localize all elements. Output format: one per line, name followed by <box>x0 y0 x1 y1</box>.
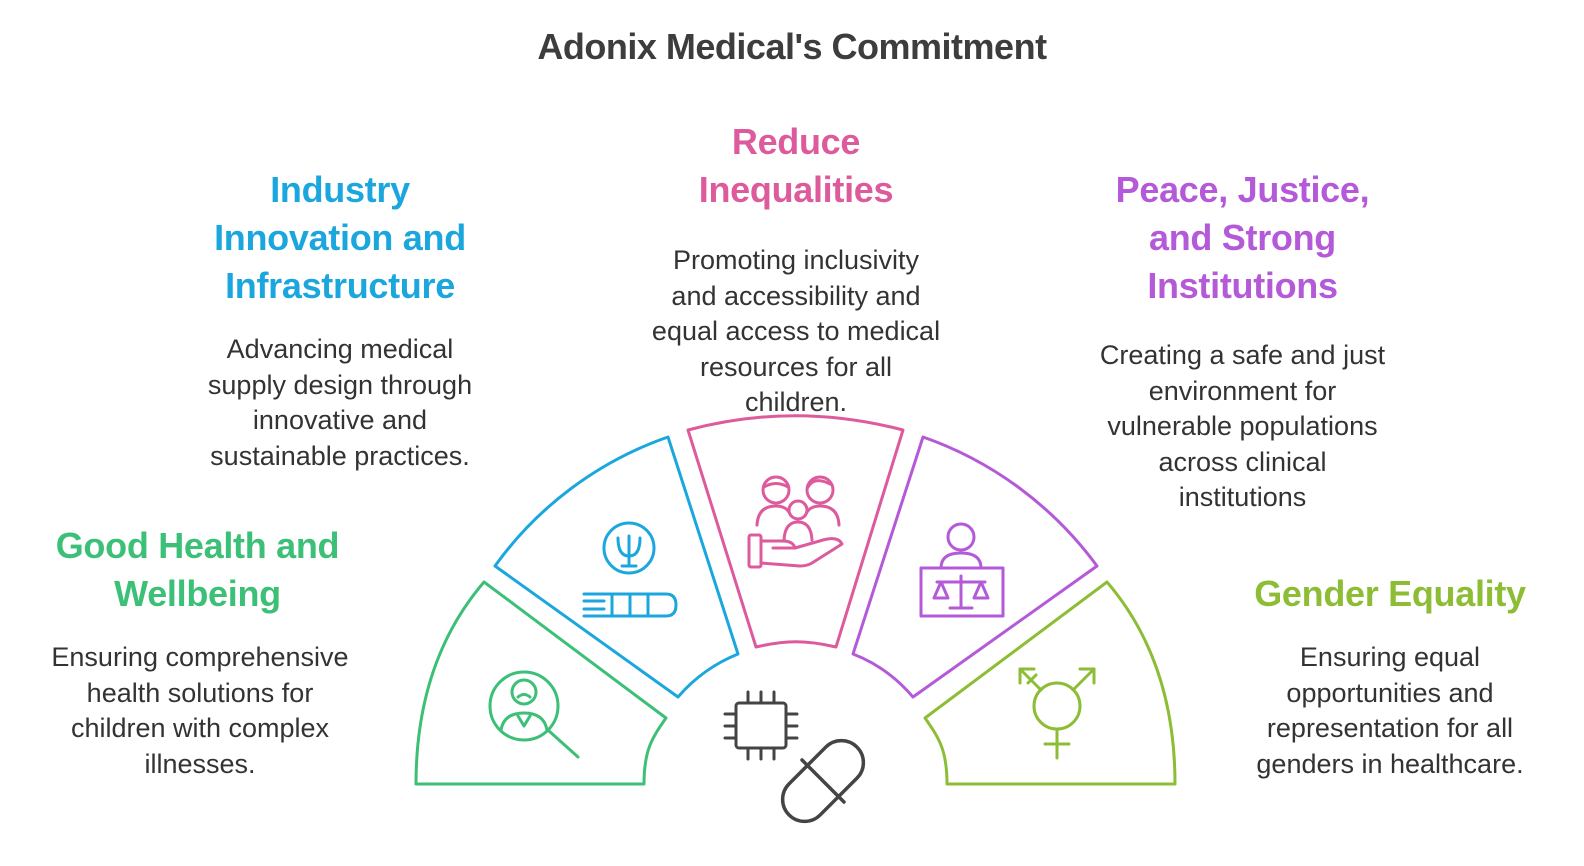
description-line: resources for all <box>699 351 893 382</box>
transgender-symbol-icon <box>1018 667 1096 760</box>
description-line: institutions <box>1178 482 1307 512</box>
segment-reduce-inequalities <box>686 414 905 649</box>
description-line: children with complex <box>70 713 330 743</box>
psi-conveyor-icon <box>582 521 678 618</box>
heading-reduce-inequalities: Reduce Inequalities <box>620 118 972 214</box>
heading-line: Inequalities <box>698 169 894 210</box>
description-line: health solutions for <box>86 677 314 708</box>
description-line: Ensuring comprehensive <box>51 642 349 672</box>
heading-line: Wellbeing <box>114 573 281 614</box>
heading-line: and Strong <box>1149 217 1336 258</box>
heading-gender-equality: Gender Equality <box>1225 570 1555 618</box>
description-line: representation for all <box>1266 713 1514 743</box>
description-line: sustainable practices. <box>210 440 470 471</box>
segment-good-health <box>414 580 668 786</box>
segment-peace-justice <box>851 435 1099 699</box>
description-line: illnesses. <box>144 748 256 779</box>
description-line: environment for <box>1148 375 1337 406</box>
microchip-icon <box>723 690 799 761</box>
description-industry: Advancing medical supply design through … <box>180 332 500 474</box>
capsule-pill-icon <box>780 738 866 824</box>
person-search-icon <box>488 670 580 759</box>
description-line: Ensuring equal <box>1299 642 1481 672</box>
description-line: innovative and <box>252 405 428 435</box>
heading-line: Gender Equality <box>1254 573 1526 614</box>
heading-line: Peace, Justice, <box>1115 169 1370 210</box>
segment-industry <box>493 435 740 699</box>
description-line: vulnerable populations <box>1107 411 1378 441</box>
description-line: across clinical <box>1158 446 1327 477</box>
segment-gender-equality <box>923 580 1177 786</box>
heading-good-health: Good Health and Wellbeing <box>20 522 375 618</box>
description-reduce-inequalities: Promoting inclusivity and accessibility … <box>620 243 972 421</box>
heading-line: Infrastructure <box>225 265 455 306</box>
description-peace-justice: Creating a safe and just environment for… <box>1070 338 1415 516</box>
description-line: supply design through <box>207 369 473 400</box>
heading-line: Good Health and <box>55 525 340 566</box>
heading-line: Reduce <box>731 121 861 162</box>
family-in-hand-icon <box>747 475 844 569</box>
description-good-health: Ensuring comprehensive health solutions … <box>20 640 380 782</box>
description-gender-equality: Ensuring equal opportunities and represe… <box>1225 640 1555 782</box>
description-line: children. <box>744 387 848 417</box>
description-line: equal access to medical <box>651 316 941 346</box>
heading-line: Institutions <box>1147 265 1338 306</box>
judge-scales-icon <box>919 522 1005 618</box>
diagram-title: Adonix Medical's Commitment <box>537 26 1047 67</box>
heading-line: Industry <box>270 169 410 210</box>
heading-peace-justice: Peace, Justice, and Strong Institutions <box>1070 166 1415 310</box>
description-line: opportunities and <box>1286 677 1494 708</box>
heading-line: Innovation and <box>214 217 466 258</box>
heading-industry: Industry Innovation and Infrastructure <box>180 166 500 310</box>
description-line: Promoting inclusivity <box>672 245 920 275</box>
description-line: Creating a safe and just <box>1099 340 1386 370</box>
description-line: Advancing medical <box>226 334 454 364</box>
description-line: genders in healthcare. <box>1256 748 1524 779</box>
description-line: and accessibility and <box>671 280 921 311</box>
